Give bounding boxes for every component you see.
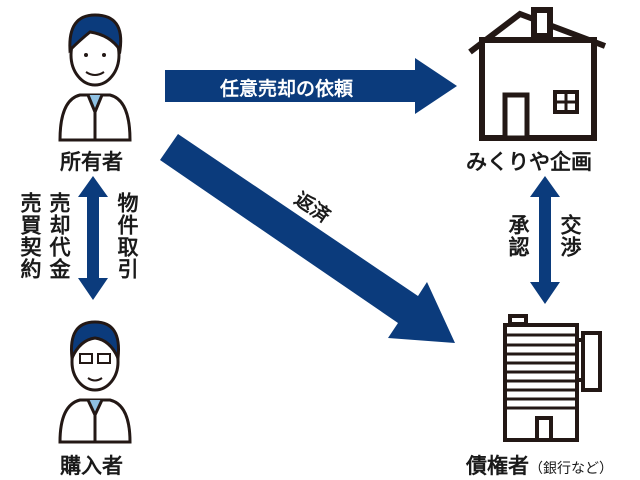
creditor-name: 債権者 [466,454,529,478]
owner-person-icon [58,13,132,142]
company-creditor-double-arrow [530,176,560,304]
repay-arrow [160,134,455,343]
buyer-label: 購入者 [60,454,123,478]
owner-buyer-double-arrow [78,176,108,300]
request-label: 任意売却の依頼 [220,78,354,100]
buyer-person-icon [58,320,132,444]
creditor-label: 債権者（銀行など） [466,450,613,480]
office-building-icon [503,314,602,442]
approval-label: 承認 [506,214,530,258]
request-arrow [165,58,457,114]
property-deal-label: 物件取引 [115,192,139,280]
company-label: みくりや企画 [466,150,592,174]
sale-contract-label: 売買契約 [18,192,42,280]
owner-label: 所有者 [60,150,123,174]
creditor-note: （銀行など） [529,461,613,477]
negotiation-label: 交渉 [558,214,582,258]
sale-proceeds-label: 売却代金 [47,192,71,280]
house-icon [468,7,607,141]
